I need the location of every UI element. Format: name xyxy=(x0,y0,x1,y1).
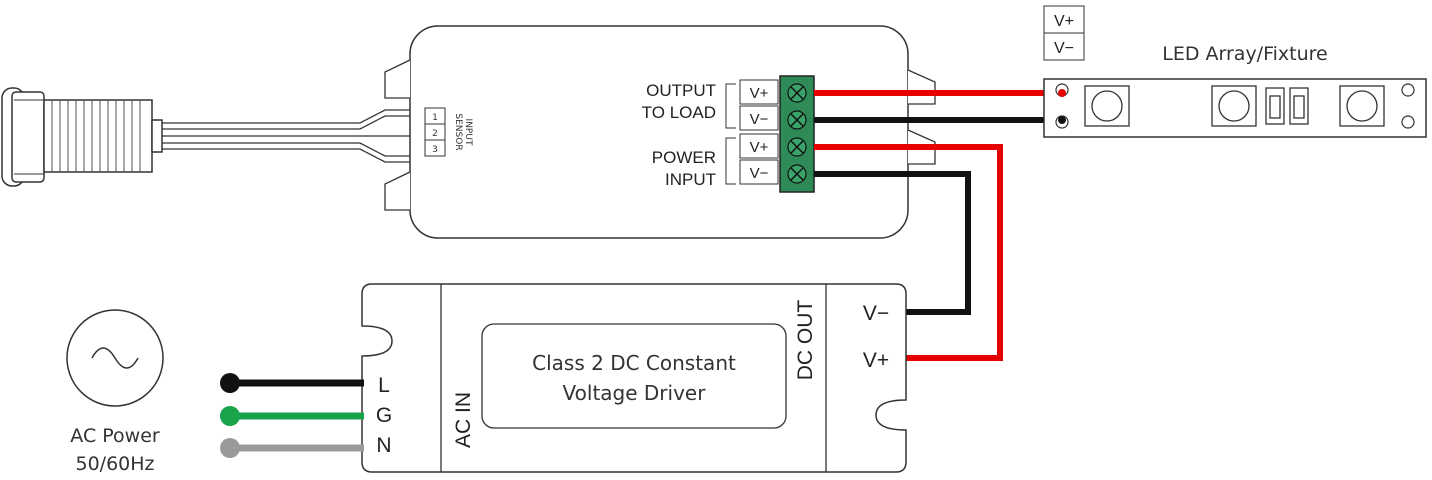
sensor-input-connector: 1 2 3 SENSOR INPUT xyxy=(424,107,473,157)
led-legend-vplus: V+ xyxy=(1054,13,1074,30)
ac-power-label-2: 50/60Hz xyxy=(75,453,154,475)
sensor-switch xyxy=(1,87,163,187)
driver-n: N xyxy=(376,434,391,457)
driver-box: Class 2 DC Constant Voltage Driver AC IN… xyxy=(361,283,907,473)
sensor-pin-2: 2 xyxy=(432,129,438,139)
driver-l: L xyxy=(378,374,390,397)
led-legend-vminus: V− xyxy=(1054,40,1074,57)
driver-vminus: V− xyxy=(863,302,889,325)
power-label-line1: POWER xyxy=(652,148,716,167)
ac-power-label-1: AC Power xyxy=(70,425,160,447)
led-chip-icon xyxy=(1084,85,1385,127)
driver-title-line1: Class 2 DC Constant xyxy=(532,351,736,375)
ac-power-source: AC Power 50/60Hz xyxy=(66,309,164,475)
terminal-block xyxy=(779,75,815,193)
driver-g: G xyxy=(376,404,392,427)
sensor-pin-3: 3 xyxy=(432,145,438,155)
driver-vplus: V+ xyxy=(863,349,889,372)
resistor-icon xyxy=(1265,87,1309,125)
wire-input-negative xyxy=(814,171,971,315)
led-strip: LED Array/Fixture V+ V− xyxy=(1043,5,1427,138)
controller-labels: OUTPUT TO LOAD POWER INPUT V+ V− V+ V− xyxy=(642,79,779,189)
screw-icon xyxy=(787,83,807,184)
terminal-vplus-out: V+ xyxy=(750,85,769,102)
output-label-line1: OUTPUT xyxy=(646,81,716,100)
terminal-vminus-out: V− xyxy=(750,111,769,128)
sensor-input-label-2: INPUT xyxy=(463,119,473,146)
wires xyxy=(814,90,1060,361)
power-label-line2: INPUT xyxy=(665,170,716,189)
led-title: LED Array/Fixture xyxy=(1162,43,1327,65)
ac-wires xyxy=(220,373,364,458)
sensor-cable xyxy=(162,109,412,163)
terminal-vplus-in: V+ xyxy=(750,139,769,156)
sine-wave-icon xyxy=(91,347,139,369)
sensor-pin-1: 1 xyxy=(432,113,438,123)
wire-input-positive xyxy=(814,144,1003,361)
driver-title-line2: Voltage Driver xyxy=(563,381,707,405)
terminal-vminus-in: V− xyxy=(750,165,769,182)
sensor-input-label-1: SENSOR xyxy=(453,113,463,150)
output-label-line2: TO LOAD xyxy=(642,103,716,122)
driver-dc-out: DC OUT xyxy=(794,300,817,381)
driver-ac-in: AC IN xyxy=(452,392,475,448)
